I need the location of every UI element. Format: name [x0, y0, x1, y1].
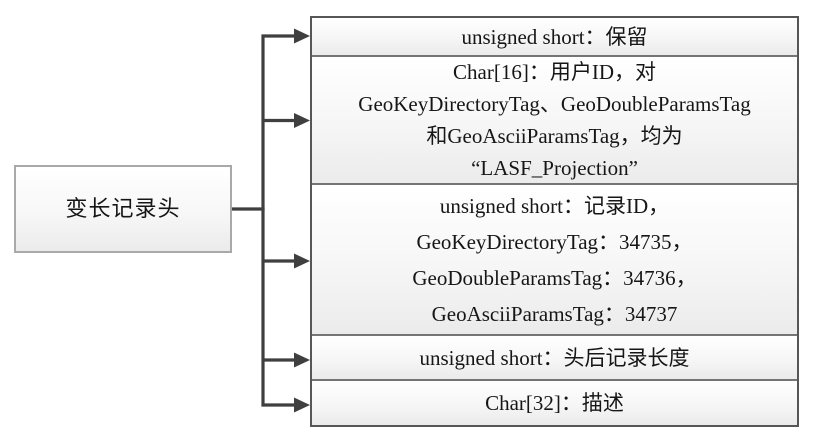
field-row-record-id: unsigned short：记录ID， GeoKeyDirectoryTag：… [312, 185, 797, 336]
arrow-icon [294, 352, 310, 368]
arrow-icon [294, 253, 310, 269]
root-node-label: 变长记录头 [65, 196, 181, 221]
field-line: unsigned short：保留 [461, 24, 648, 49]
field-row-description: Char[32]：描述 [312, 381, 797, 425]
field-line: Char[32]：描述 [485, 391, 624, 415]
field-table: unsigned short：保留 Char[16]：用户ID，对 GeoKey… [310, 16, 799, 427]
field-line: 和GeoAsciiParamsTag，均为 [426, 124, 683, 148]
field-line: GeoKeyDirectoryTag：34735， [416, 229, 693, 254]
trunk-line [261, 34, 294, 407]
field-line: “LASF_Projection” [471, 156, 638, 180]
arrow-icon [294, 113, 310, 128]
field-row-record-length: unsigned short：头后记录长度 [312, 336, 797, 381]
arrow-icon [294, 28, 310, 44]
arrow-icon [294, 397, 310, 413]
field-row-user-id: Char[16]：用户ID，对 GeoKeyDirectoryTag、GeoDo… [312, 57, 797, 185]
field-line: GeoAsciiParamsTag：34737 [431, 301, 678, 326]
field-line: unsigned short：头后记录长度 [419, 345, 690, 370]
field-row-reserved: unsigned short：保留 [312, 18, 797, 57]
field-line: GeoDoubleParamsTag：34736， [412, 265, 697, 290]
field-line: GeoKeyDirectoryTag、GeoDoubleParamsTag [358, 92, 751, 116]
root-node-variable-length-record-header: 变长记录头 [14, 165, 232, 253]
field-line: Char[16]：用户ID，对 [453, 60, 656, 84]
field-line: unsigned short：记录ID， [439, 193, 670, 218]
